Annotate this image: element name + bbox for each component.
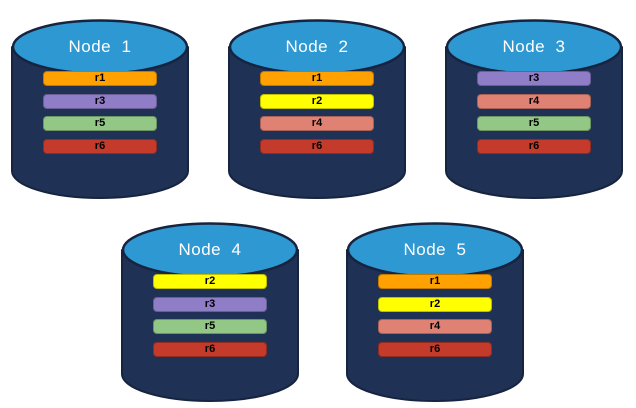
replica-bar-r2: r2 <box>153 274 267 289</box>
node-label: Node 2 <box>285 37 349 56</box>
database-node-3: Node 3 r3 r4 r5 r6 <box>444 10 624 200</box>
replica-bar-r1: r1 <box>43 71 157 86</box>
replica-bar-list: r1 r2 r4 r6 <box>227 10 407 200</box>
node-label: Node 5 <box>403 240 467 259</box>
replica-bar-r5: r5 <box>153 319 267 334</box>
replica-bar-r1: r1 <box>260 71 374 86</box>
replica-bar-r1: r1 <box>378 274 492 289</box>
replica-bar-r6: r6 <box>260 139 374 154</box>
node-label: Node 3 <box>502 37 566 56</box>
database-node-5: Node 5 r1 r2 r4 r6 <box>345 213 525 403</box>
replica-bar-list: r3 r4 r5 r6 <box>444 10 624 200</box>
replica-bar-r6: r6 <box>378 342 492 357</box>
database-node-1: Node 1 r1 r3 r5 r6 <box>10 10 190 200</box>
replica-bar-r4: r4 <box>378 319 492 334</box>
replica-bar-r2: r2 <box>378 297 492 312</box>
node-label: Node 1 <box>68 37 132 56</box>
replica-bar-r3: r3 <box>477 71 591 86</box>
replica-bar-r3: r3 <box>43 94 157 109</box>
replica-bar-r5: r5 <box>477 116 591 131</box>
replica-bar-r6: r6 <box>43 139 157 154</box>
database-node-2: Node 2 r1 r2 r4 r6 <box>227 10 407 200</box>
database-node-4: Node 4 r2 r3 r5 r6 <box>120 213 300 403</box>
replica-bar-list: r1 r2 r4 r6 <box>345 213 525 403</box>
replica-bar-r4: r4 <box>477 94 591 109</box>
replica-bar-r4: r4 <box>260 116 374 131</box>
replica-bar-list: r1 r3 r5 r6 <box>10 10 190 200</box>
replica-bar-r3: r3 <box>153 297 267 312</box>
node-label: Node 4 <box>178 240 242 259</box>
replica-bar-r5: r5 <box>43 116 157 131</box>
replica-bar-list: r2 r3 r5 r6 <box>120 213 300 403</box>
replica-bar-r2: r2 <box>260 94 374 109</box>
replica-bar-r6: r6 <box>477 139 591 154</box>
replica-bar-r6: r6 <box>153 342 267 357</box>
